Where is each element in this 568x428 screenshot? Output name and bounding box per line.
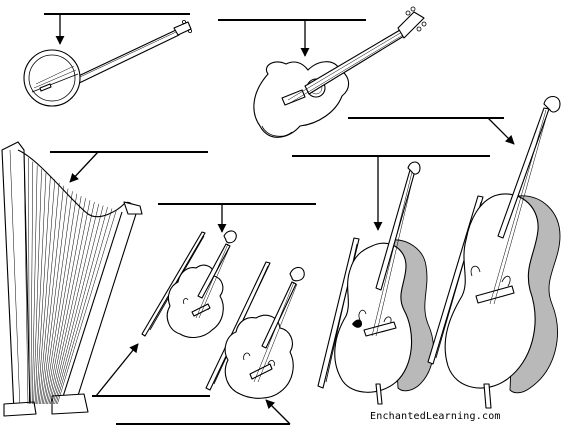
- harp-string: [43, 191, 73, 405]
- harp-string: [40, 185, 64, 405]
- harp-string: [37, 179, 56, 405]
- harp-string: [55, 208, 113, 405]
- cello-label: [292, 155, 490, 231]
- label-lines: [44, 13, 515, 425]
- double-bass-label: [348, 117, 515, 145]
- harp-string: [45, 196, 82, 405]
- harp-string: [28, 157, 30, 405]
- harp-string: [47, 198, 86, 405]
- harp-drawing: [1, 141, 143, 417]
- double-bass-drawing: [427, 95, 561, 409]
- harp-string: [52, 205, 104, 405]
- harp-string: [44, 193, 78, 405]
- credit-text: EnchantedLearning.com: [370, 411, 501, 422]
- harp-string: [30, 161, 34, 405]
- violin-bow-label: [92, 343, 210, 397]
- harp-string: [54, 206, 108, 405]
- harp-string: [41, 188, 69, 405]
- violin-large-label: [116, 399, 291, 425]
- harp-pointer-arrow: [69, 151, 99, 183]
- harp-string: [50, 202, 95, 405]
- harp-string: [31, 165, 38, 405]
- harp-string: [38, 182, 60, 405]
- banjo-drawing: [23, 19, 192, 107]
- banjo-body: [23, 49, 81, 107]
- double-bass-pointer-arrow: [487, 117, 515, 145]
- harp-string: [34, 172, 47, 405]
- violin-large-pointer-arrow: [265, 399, 291, 425]
- harp-string: [36, 176, 51, 405]
- harp-strings: [23, 153, 117, 405]
- harp-string: [33, 169, 42, 405]
- acoustic-guitar-drawing: [253, 6, 427, 138]
- harp-string: [23, 153, 29, 405]
- cello-drawing: [317, 161, 434, 405]
- violin-small-drawing: [141, 230, 237, 339]
- acoustic-guitar-label: [218, 19, 366, 57]
- banjo-neck: [69, 19, 192, 87]
- violin-large-drawing: [205, 261, 305, 399]
- harp-string: [57, 209, 117, 405]
- violin-bow-pointer-arrow: [95, 343, 139, 397]
- harp-string: [48, 200, 91, 405]
- harp-label: [50, 151, 208, 183]
- harp-string: [51, 203, 100, 405]
- banjo-label: [44, 13, 190, 45]
- violin-small-label: [158, 203, 316, 233]
